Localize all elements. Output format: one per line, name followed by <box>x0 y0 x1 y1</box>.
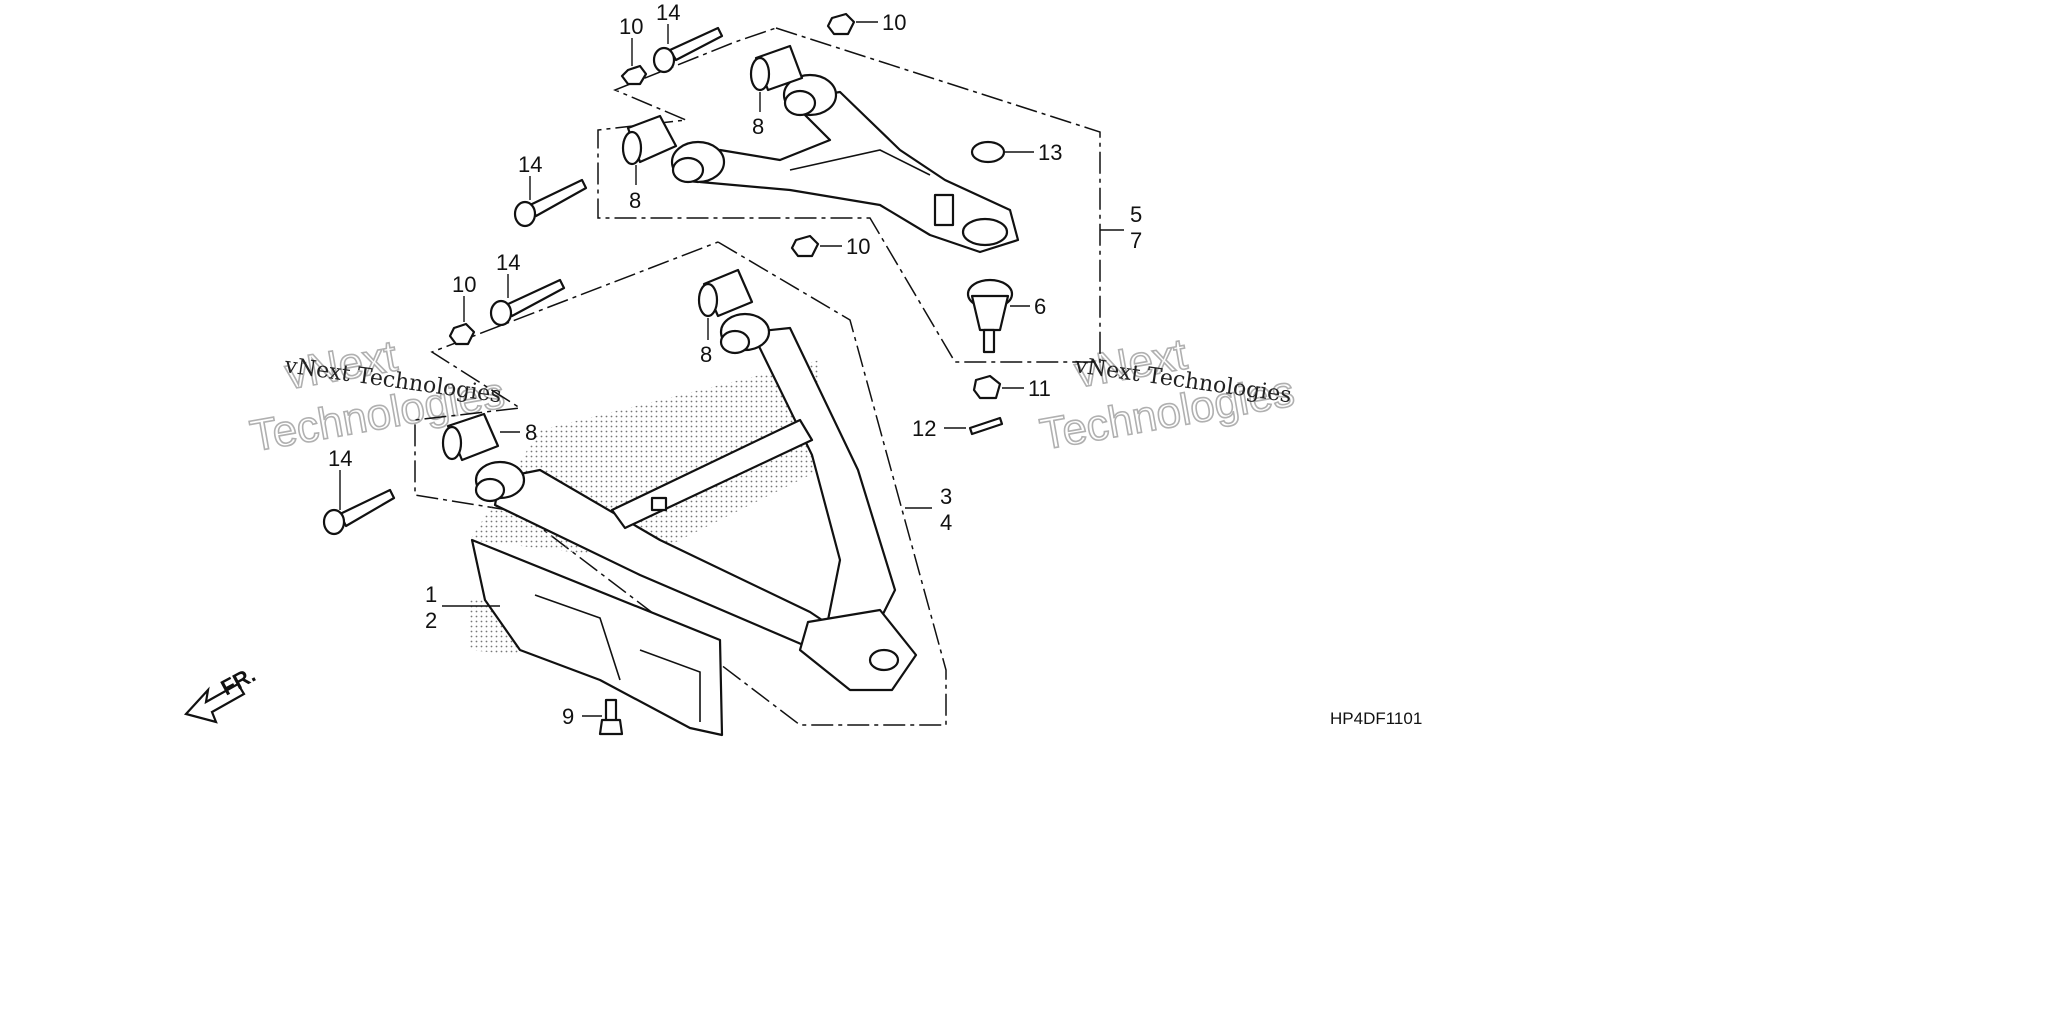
lower-arm-pivot-rear-hole <box>719 329 751 355</box>
callout-5: 5 <box>1130 202 1142 227</box>
bolt-mid <box>489 278 566 327</box>
nut-top-right <box>826 12 856 36</box>
bushing-upper-left <box>621 114 678 166</box>
cotter-pin-12 <box>968 416 1004 436</box>
upper-arm-bracket <box>933 193 955 227</box>
lower-arm-pivot-front-hole <box>474 477 506 503</box>
upper-arm-knuckle-hole <box>961 217 1009 247</box>
callout-2: 2 <box>425 608 437 633</box>
nut-mid <box>790 234 820 258</box>
callout-10: 10 <box>846 234 870 259</box>
callout-13: 13 <box>1038 140 1062 165</box>
bushing-upper-right <box>749 44 804 92</box>
callout-3: 3 <box>940 484 952 509</box>
upper-arm-group-outline <box>597 27 1101 363</box>
callout-10: 10 <box>882 10 906 35</box>
callout-10: 10 <box>452 272 476 297</box>
front-direction-arrow: FR. <box>183 662 260 724</box>
callout-6: 6 <box>1034 294 1046 319</box>
upper-arm-pivot-rear-hole <box>783 89 817 117</box>
lower-arm <box>470 312 918 692</box>
circlip-13 <box>970 140 1006 164</box>
callouts: 10 14 10 8 13 14 8 5 7 10 14 10 6 8 11 1… <box>328 0 1142 729</box>
skid-guard <box>468 538 724 737</box>
nut-top-left <box>620 64 648 86</box>
bushing-lower-left <box>441 412 500 462</box>
lower-arm-knuckle-hole <box>868 648 900 672</box>
skid-guard-rib <box>534 594 621 681</box>
callout-7: 7 <box>1130 228 1142 253</box>
callout-14: 14 <box>496 250 520 275</box>
diagram-code: HP4DF1101 <box>1330 709 1422 728</box>
bushing-lower-right <box>697 268 754 318</box>
bolt-lower <box>322 488 396 536</box>
callout-1: 1 <box>425 582 437 607</box>
callout-8: 8 <box>752 114 764 139</box>
callout-9: 9 <box>562 704 574 729</box>
lower-arm-tab <box>650 496 668 512</box>
callout-14: 14 <box>656 0 680 25</box>
callout-8: 8 <box>525 420 537 445</box>
callout-11: 11 <box>1028 376 1051 401</box>
upper-arm-web <box>789 149 931 176</box>
lower-arm-knuckle-end <box>798 608 918 692</box>
upper-arm-pivot-front-hole <box>671 156 705 184</box>
callout-14: 14 <box>518 152 542 177</box>
bolt-upper <box>513 178 588 228</box>
bolt-top <box>652 26 724 74</box>
callout-10: 10 <box>619 14 643 39</box>
skid-guard-rib <box>639 649 701 722</box>
arrow-icon <box>183 682 246 724</box>
nut-left <box>448 322 476 346</box>
leader-lines <box>339 21 1034 717</box>
skid-guard-body <box>470 538 724 737</box>
callout-12: 12 <box>912 416 936 441</box>
upper-arm <box>670 73 1020 254</box>
callout-8: 8 <box>700 342 712 367</box>
callout-8: 8 <box>629 188 641 213</box>
callout-4: 4 <box>940 510 952 535</box>
castle-nut-11 <box>972 374 1002 400</box>
parts-diagram: vNext Technologies vNext Technologies vN… <box>183 0 1422 737</box>
callout-14: 14 <box>328 446 352 471</box>
bolt-9 <box>598 698 624 736</box>
ball-joint-6 <box>966 278 1014 354</box>
